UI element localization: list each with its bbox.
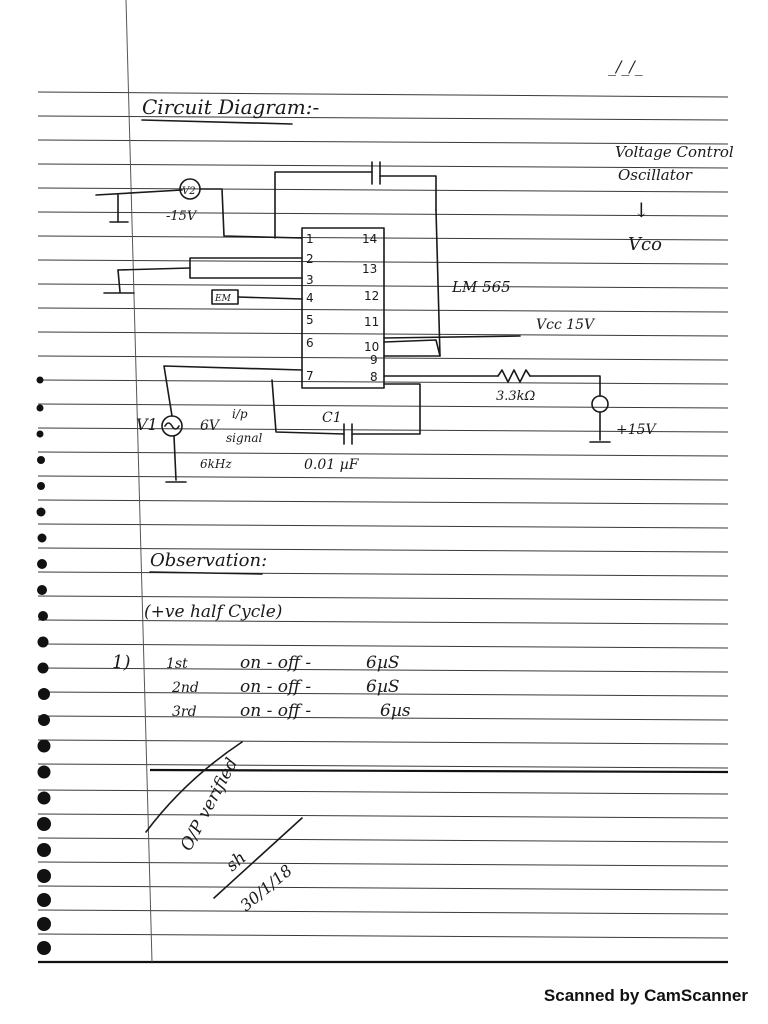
obs-text: on - off -	[240, 653, 311, 673]
ic-lm565-body	[301, 227, 385, 389]
obs-time: 6µs	[380, 701, 411, 721]
observation-row-1: 1st on - off - 6µS	[166, 653, 400, 673]
freq-note: 6kHz	[200, 457, 232, 471]
pin-13: 13	[362, 262, 377, 276]
obs-ord: 1st	[166, 656, 188, 672]
v1-sine	[164, 422, 180, 430]
pin-11: 11	[364, 315, 379, 329]
wire-c2-to-pin9	[435, 209, 441, 357]
obs-time: 6µS	[366, 653, 400, 673]
pin-3: 3	[306, 273, 314, 287]
pin-9: 9	[370, 353, 378, 367]
neg-supply-label: -15V	[166, 209, 198, 224]
cycle-note: (+ve half Cycle)	[144, 602, 282, 622]
pin-1: 1	[306, 232, 314, 246]
c1-label: C1	[322, 410, 342, 426]
ground-v1-stem	[173, 435, 177, 481]
observation-row-2: 2nd on - off - 6µS	[171, 677, 400, 697]
vco-abbrev: Vco	[628, 234, 662, 255]
input-note-line2: signal	[226, 431, 263, 445]
heading-observation: Observation:	[150, 550, 267, 571]
v2-label: V2	[182, 186, 196, 197]
observation-row-3: 3rd on - off - 6µs	[172, 701, 411, 721]
wire-c1-right	[351, 383, 421, 435]
v1-source	[161, 415, 183, 437]
verify-slash	[213, 817, 303, 899]
wire-pin4	[237, 296, 303, 300]
pin-4: 4	[306, 291, 314, 305]
obs-ord: 2nd	[171, 680, 199, 696]
v1-value: 6V	[200, 418, 221, 434]
resistor-label: 3.3kΩ	[496, 389, 536, 404]
wire-gnd-pin3	[117, 267, 191, 271]
wire-c2-right	[379, 175, 437, 211]
wire-v2-pin1	[199, 188, 303, 239]
wire-resistor-supply	[529, 375, 601, 397]
ground-pin3-stem	[117, 269, 121, 293]
ruled-lines	[37, 91, 729, 964]
pin-12: 12	[364, 289, 379, 303]
pin-8: 8	[370, 370, 378, 384]
paper	[38, 0, 728, 965]
obs-index: 1)	[112, 652, 130, 673]
heading-circuit-underline	[141, 119, 293, 125]
vco-note-line1: Voltage Control	[615, 143, 734, 161]
pin-14: 14	[362, 232, 377, 246]
wire-v1-pin7	[163, 365, 303, 417]
obs-text: on - off -	[240, 701, 311, 721]
verify-curve	[145, 741, 243, 833]
wire-vcc	[383, 335, 521, 339]
heading-observation-underline	[149, 571, 263, 575]
wire-pin-9-10	[383, 339, 441, 357]
pos-supply-label: +15V	[616, 422, 658, 438]
em-box-label: EM	[214, 294, 232, 304]
c1-value: 0.01 µF	[304, 457, 360, 473]
obs-text: on - off -	[240, 677, 311, 697]
wire-gnd-v2	[95, 189, 183, 196]
obs-time: 6µS	[366, 677, 400, 697]
obs-ord: 3rd	[172, 704, 197, 720]
binding-holes	[36, 376, 51, 955]
input-note-line1: i/p	[232, 407, 248, 421]
vco-arrow: ↓	[633, 198, 650, 222]
v1-label: V1	[136, 415, 158, 434]
heading-circuit-diagram: Circuit Diagram:-	[142, 95, 319, 119]
ic-name: LM 565	[451, 278, 511, 296]
resistor-3k3	[497, 369, 531, 383]
pin-2: 2	[306, 252, 314, 266]
vcc-label: Vcc 15V	[536, 317, 596, 333]
date-field: _/_/_	[608, 57, 643, 76]
vco-note-line2: Oscillator	[618, 166, 693, 184]
scanner-watermark: Scanned by CamScanner	[543, 986, 748, 1005]
wire-c2-left	[274, 171, 373, 239]
margin-line	[125, 0, 153, 963]
pin-6: 6	[306, 336, 314, 350]
wire-c1-left	[271, 379, 345, 435]
pin-7: 7	[306, 369, 314, 383]
circuit-diagram: V2 -15V EM 1 2 3 4 5 6 7 14 13 12 11 10 …	[95, 161, 658, 483]
pin-5: 5	[306, 313, 314, 327]
pin-10: 10	[364, 340, 379, 354]
